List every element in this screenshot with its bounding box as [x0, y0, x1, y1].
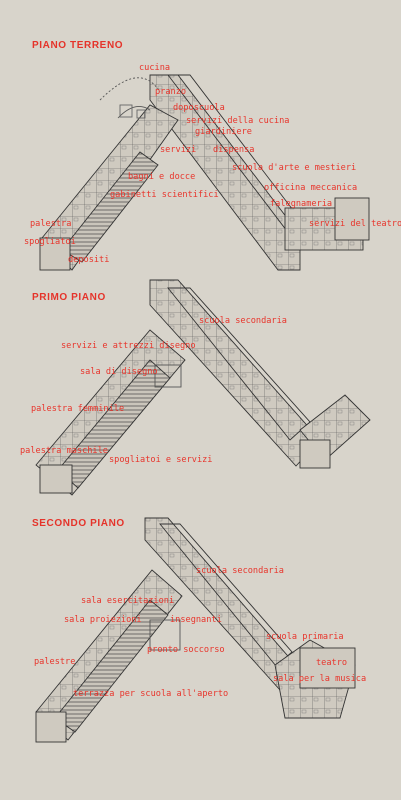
label-dispensa: dispensa	[213, 145, 255, 155]
label-servizi-teatro: servizi del teatro	[309, 219, 401, 229]
label-cucina: cucina	[139, 63, 171, 73]
label-pronto-soccorso: pronto soccorso	[147, 645, 225, 655]
label-terrazza-scuola-aperto: terrazza per scuola all'aperto	[73, 689, 229, 699]
label-falegnameria: falegnameria	[270, 199, 333, 209]
label-gabinetti-scientifici: gabinetti scientifici	[110, 190, 219, 200]
label-insegnanti: insegnanti	[170, 615, 222, 625]
label-sala-musica: sala per la musica	[273, 674, 367, 684]
label-palestra-maschile: palestra maschile	[20, 446, 108, 456]
label-doposcuola: doposcuola	[173, 103, 225, 113]
label-sala-proiezioni: sala proiezioni	[64, 615, 142, 625]
label-giardiniere: giardiniere	[195, 127, 252, 137]
label-spogliatoi-servizi: spogliatoi e servizi	[109, 455, 213, 465]
plan-ground-floor	[39, 74, 370, 271]
label-scuola-arte-mestieri: scuola d'arte e mestieri	[232, 163, 357, 173]
heading-second-floor: SECONDO PIANO	[32, 518, 125, 529]
plan-second-floor	[35, 517, 356, 743]
label-servizi: servizi	[160, 145, 197, 155]
label-servizi-attrezzi-disegno: servizi e attrezzi disegno	[61, 341, 196, 351]
label-scuola-primaria: scuola primaria	[266, 632, 344, 642]
label-sala-esercitazioni: sala esercitazioni	[81, 596, 175, 606]
heading-first-floor: PRIMO PIANO	[32, 292, 106, 303]
label-spogliatoi: spogliatoi	[24, 237, 76, 247]
label-scuola-secondaria-2: scuola secondaria	[196, 566, 284, 576]
label-depositi: depositi	[68, 255, 110, 265]
label-sala-disegno: sala di disegno	[80, 367, 158, 377]
label-palestre: palestre	[34, 657, 76, 667]
label-teatro: teatro	[316, 658, 348, 668]
label-scuola-secondaria-1: scuola secondaria	[199, 316, 287, 326]
label-palestra: palestra	[30, 219, 72, 229]
label-pranzo: pranzo	[155, 87, 187, 97]
label-servizi-cucina: servizi della cucina	[186, 116, 290, 126]
label-bagni-docce: bagni e docce	[128, 172, 196, 182]
label-officina-meccanica: officina meccanica	[264, 183, 358, 193]
plan-first-floor	[35, 279, 371, 496]
heading-ground-floor: PIANO TERRENO	[32, 40, 124, 51]
label-palestra-femminile: palestra femminile	[31, 404, 125, 414]
